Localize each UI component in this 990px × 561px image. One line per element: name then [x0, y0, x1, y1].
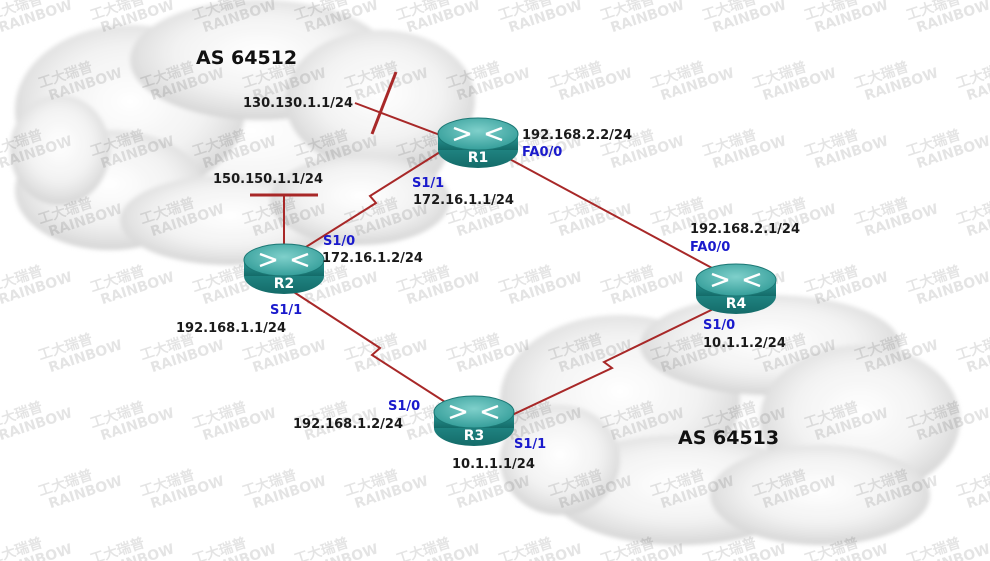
intf-r2-s1-0: S1/0 — [323, 234, 355, 249]
router-r3-top — [433, 395, 515, 429]
intf-r2-s1-1: S1/1 — [270, 303, 302, 318]
ip-r4-s1-0: 10.1.1.2/24 — [703, 336, 786, 351]
router-r2[interactable]: R2 — [243, 243, 325, 294]
ip-r4-fa0-0: 192.168.2.1/24 — [690, 222, 800, 237]
loopback-r1-bar — [370, 71, 398, 135]
intf-r4-fa0-0: FA0/0 — [690, 240, 730, 255]
router-r4[interactable]: R4 — [695, 263, 777, 314]
link-r1-r2-serial — [281, 151, 441, 263]
intf-r3-s1-0: S1/0 — [388, 399, 420, 414]
as-64512-label: AS 64512 — [196, 47, 297, 69]
as-64513-label: AS 64513 — [678, 427, 779, 449]
router-arrows-icon — [711, 272, 761, 288]
links — [250, 71, 739, 431]
intf-r3-s1-1: S1/1 — [514, 437, 546, 452]
intf-r4-s1-0: S1/0 — [703, 318, 735, 333]
as-cloud-bottom-right — [500, 295, 960, 545]
ip-r1-fa0-0: 192.168.2.2/24 — [522, 128, 632, 143]
router-r3[interactable]: R3 — [433, 395, 515, 446]
ip-r3-s1-0: 192.168.1.2/24 — [293, 417, 403, 432]
link-r2-r3-serial — [282, 284, 471, 419]
router-arrows-icon — [453, 126, 503, 142]
router-r4-top — [695, 263, 777, 297]
router-r2-top — [243, 243, 325, 277]
router-r3-label: R3 — [464, 428, 485, 444]
router-r1-top — [437, 117, 519, 151]
router-arrows-icon — [259, 252, 309, 268]
ip-r2-s1-0: 172.16.1.2/24 — [322, 251, 423, 266]
ip-r1-loopback: 130.130.1.1/24 — [243, 96, 353, 111]
ip-r1-s1-1: 172.16.1.1/24 — [413, 193, 514, 208]
router-r4-label: R4 — [726, 296, 747, 312]
ip-r2-s1-1: 192.168.1.1/24 — [176, 321, 286, 336]
intf-r1-s1-1: S1/1 — [412, 176, 444, 191]
router-r1[interactable]: R1 — [437, 117, 519, 168]
as-cloud-top-left — [10, 0, 475, 265]
loopback-r1-stub — [354, 102, 441, 136]
ip-r3-s1-1: 10.1.1.1/24 — [452, 457, 535, 472]
link-r3-r4-serial — [479, 297, 737, 431]
intf-r1-fa0-0: FA0/0 — [522, 145, 562, 160]
link-r1-r4-ethernet — [477, 141, 739, 283]
router-r2-label: R2 — [274, 276, 295, 292]
router-arrows-icon — [449, 404, 499, 420]
ip-r2-loopback: 150.150.1.1/24 — [213, 172, 323, 187]
router-r1-label: R1 — [468, 150, 489, 166]
